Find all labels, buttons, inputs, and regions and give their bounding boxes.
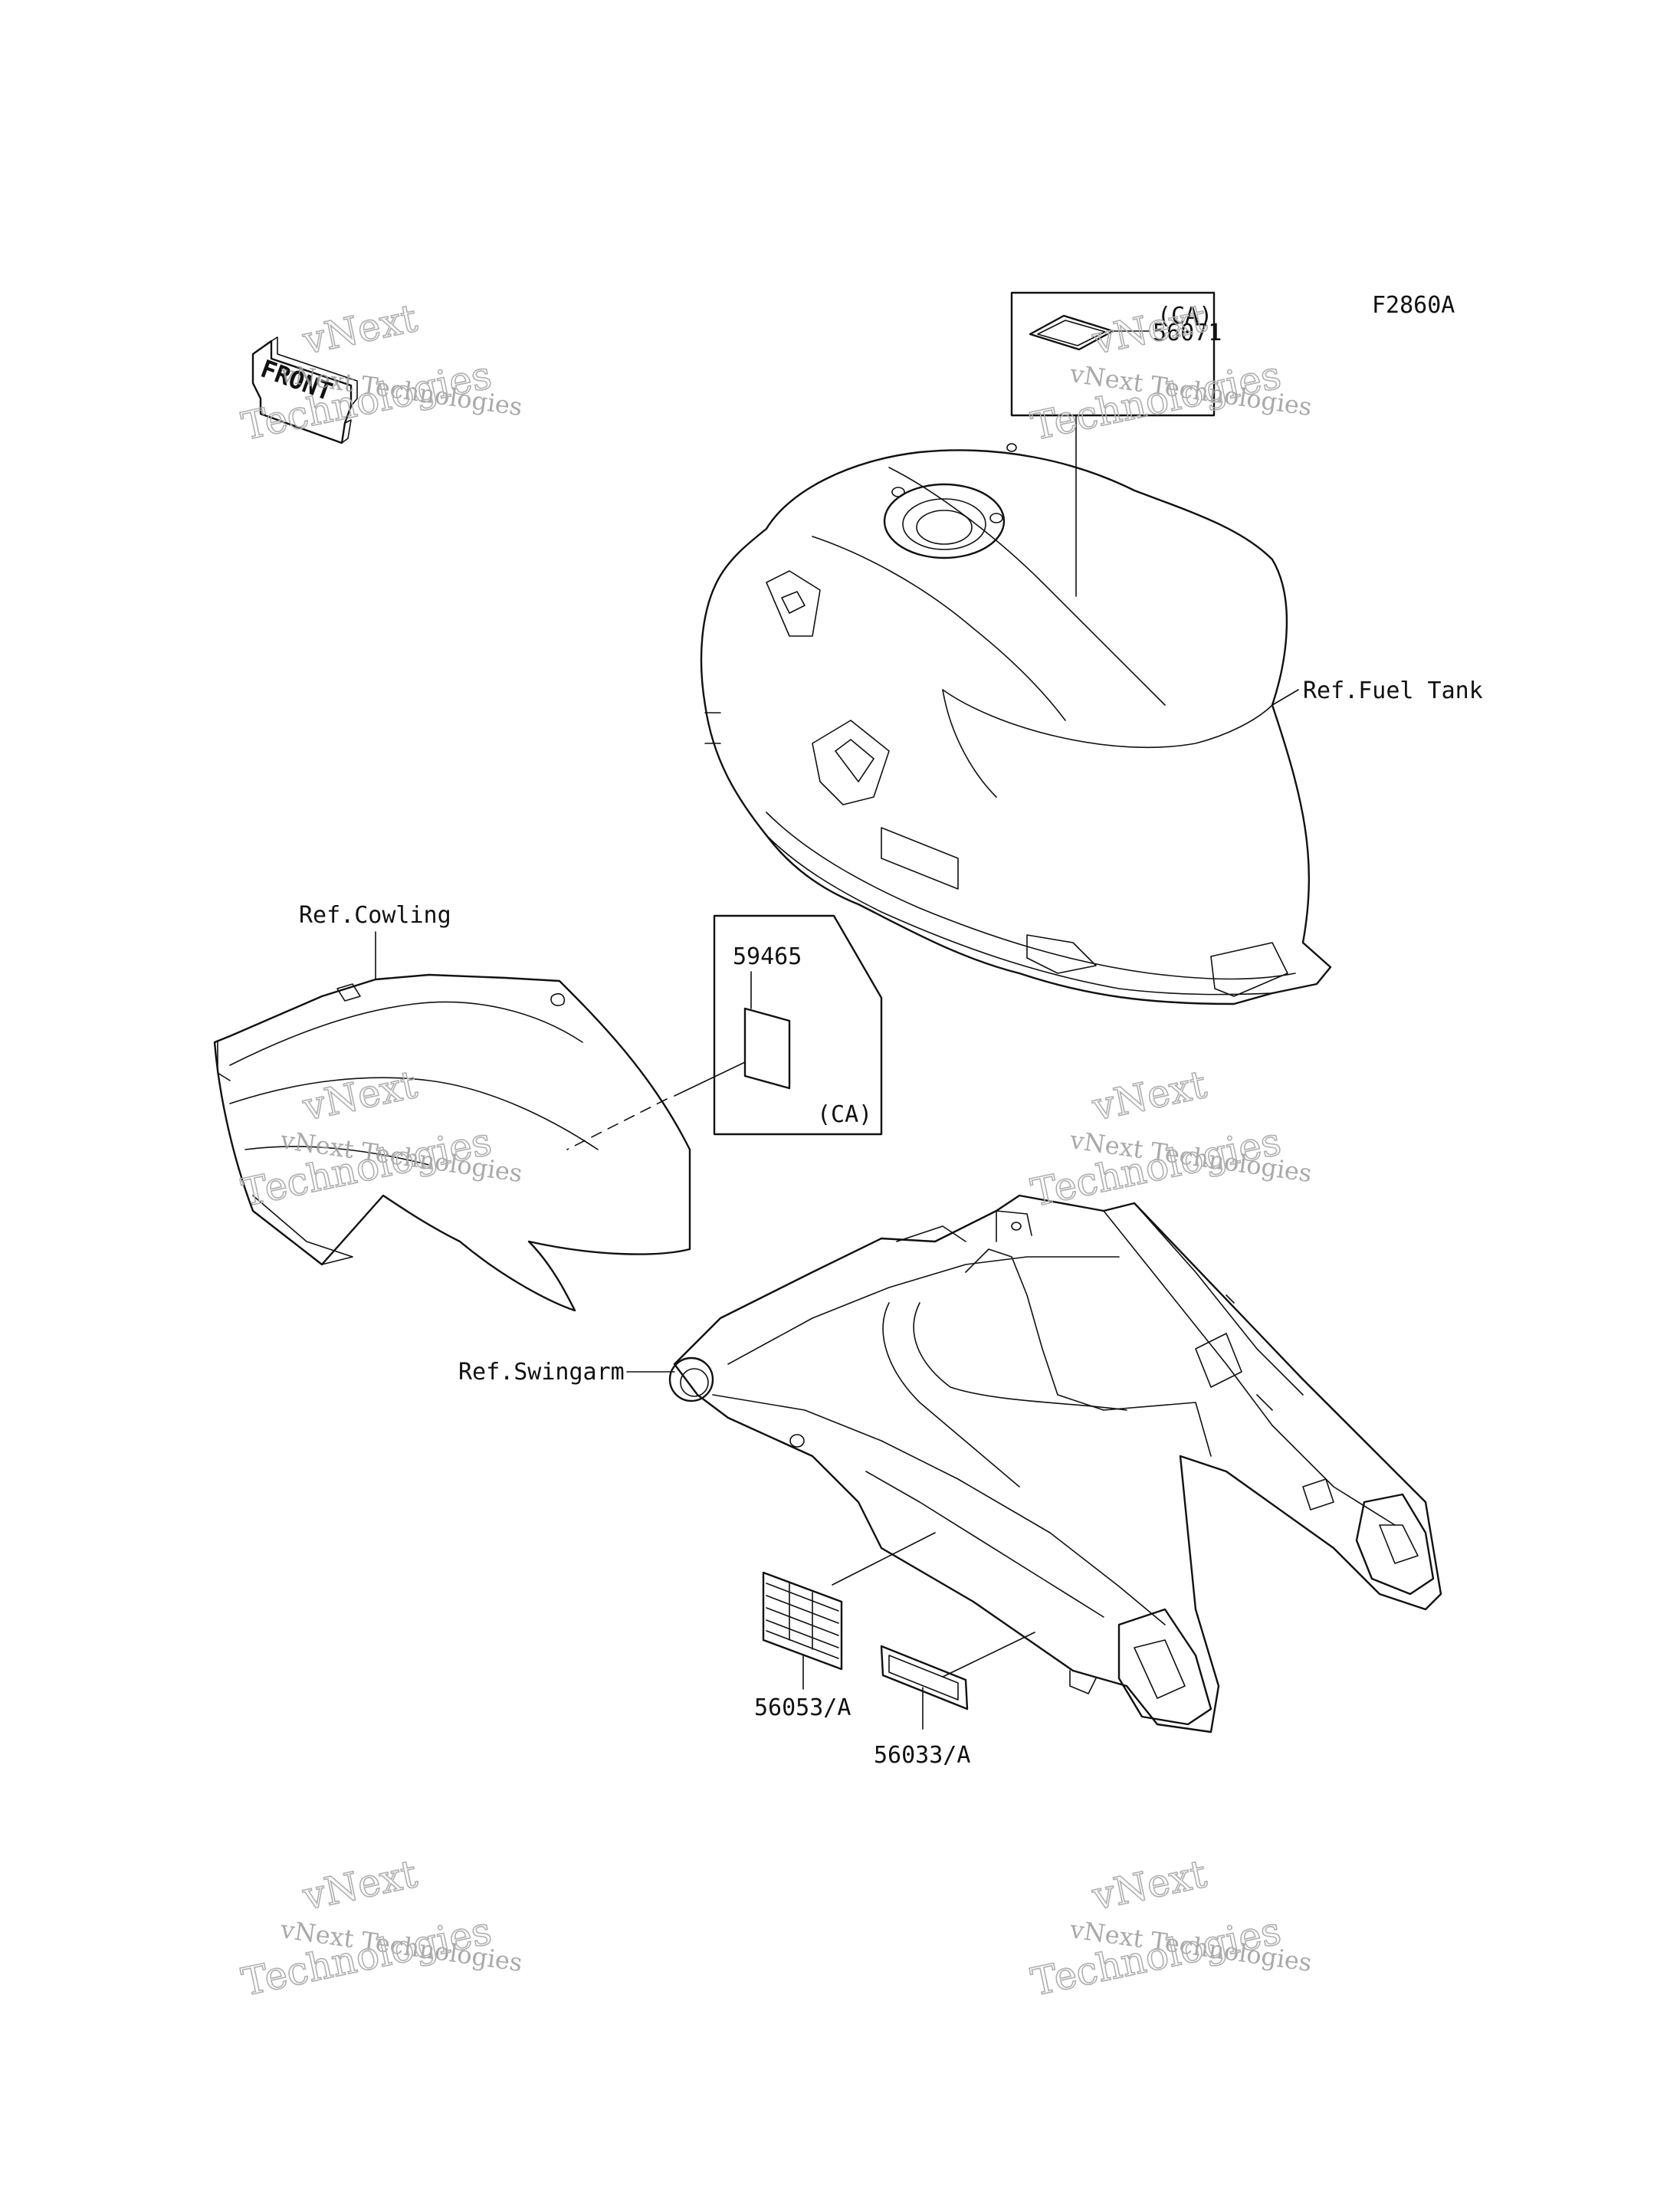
svg-text:vNext: vNext bbox=[1088, 296, 1210, 363]
svg-text:Technologies: Technologies bbox=[1027, 1908, 1285, 2005]
ref-swingarm-label: Ref.Swingarm bbox=[458, 1359, 625, 1386]
svg-text:vNext: vNext bbox=[298, 1852, 421, 1919]
part-56071-label: 56071 bbox=[1153, 320, 1222, 346]
label-56053: 56053/A bbox=[754, 1532, 936, 1721]
ca-mid-label: (CA) bbox=[817, 1101, 872, 1128]
svg-text:vNext: vNext bbox=[298, 1062, 421, 1130]
ref-fuel-tank-label: Ref.Fuel Tank bbox=[1303, 677, 1483, 704]
watermark-bottom-left: vNext Technologies vNext Technologies bbox=[238, 1851, 524, 2005]
ca-top-label: (CA) bbox=[1157, 303, 1212, 330]
svg-text:Technologies: Technologies bbox=[1027, 1119, 1285, 1215]
svg-text:vNext: vNext bbox=[298, 296, 421, 363]
svg-text:Technologies: Technologies bbox=[238, 1119, 495, 1215]
label-56033: 56033/A bbox=[874, 1632, 1035, 1769]
watermark-mid-left: vNext Technologies vNext Technologies bbox=[238, 1061, 524, 1215]
watermark-mid-right: vNext Technologies vNext Technologies bbox=[1027, 1061, 1314, 1215]
fuel-tank: Ref.Fuel Tank bbox=[700, 443, 1483, 1005]
watermark-bottom-right: vNext Technologies vNext Technologies bbox=[1027, 1851, 1314, 2005]
ref-cowling-label: Ref.Cowling bbox=[299, 902, 451, 929]
part-56033-label: 56033/A bbox=[874, 1742, 970, 1769]
svg-text:Technologies: Technologies bbox=[238, 1908, 495, 2005]
label-56071-callout: (CA) 56071 bbox=[1010, 291, 1222, 597]
swingarm: Ref.Swingarm bbox=[458, 1194, 1442, 1734]
svg-text:vNext: vNext bbox=[1088, 1062, 1210, 1130]
watermark-top-left: vNext Technologies vNext Technologies bbox=[238, 295, 524, 449]
diagram-code: F2860A bbox=[1372, 292, 1455, 319]
label-59465-callout: 59465 (CA) bbox=[566, 914, 883, 1150]
part-59465-label: 59465 bbox=[733, 943, 802, 970]
svg-text:vNext: vNext bbox=[1088, 1852, 1210, 1919]
part-56053-label: 56053/A bbox=[754, 1694, 851, 1721]
svg-text:Technologies: Technologies bbox=[1027, 353, 1285, 449]
cowling: Ref.Cowling bbox=[213, 902, 691, 1312]
